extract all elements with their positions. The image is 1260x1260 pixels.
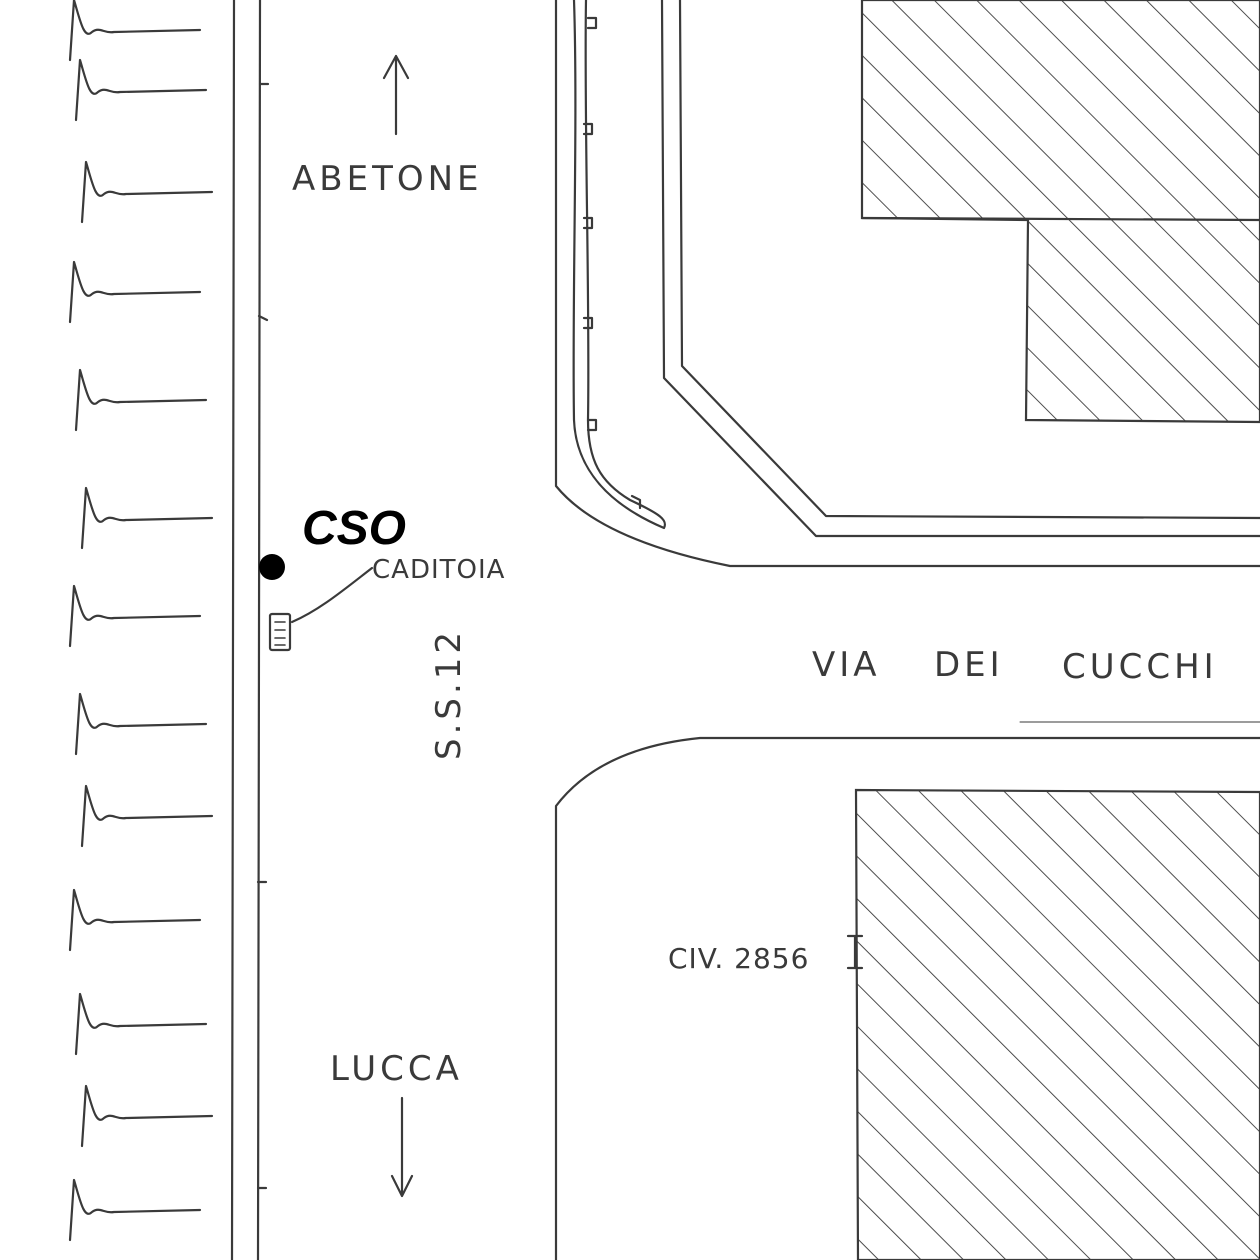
label-road-ss12: S.S.12	[429, 628, 469, 760]
building-bottom-right	[854, 788, 1260, 1260]
road-left-edge	[230, 0, 270, 1260]
river-wave-symbol	[68, 888, 202, 952]
label-civic-number: CIV. 2856	[668, 942, 809, 975]
river-wave-symbol	[68, 1178, 202, 1242]
cso-marker-icon	[259, 554, 285, 580]
river-wave-symbol	[68, 584, 202, 648]
drain-icon	[268, 566, 374, 652]
river-wave-symbol	[74, 58, 208, 122]
label-via: VIA	[812, 645, 881, 685]
label-dei: DEI	[934, 645, 1004, 685]
river-wave-symbol	[74, 368, 208, 432]
label-cucchi: CUCCHI	[1062, 647, 1218, 687]
building-top-right	[860, 0, 1260, 424]
river-wave-symbol	[80, 486, 214, 550]
label-abetone: ABETONE	[292, 159, 483, 199]
label-cso: CSO	[302, 502, 406, 555]
label-caditoia: CADITOIA	[372, 555, 505, 585]
road-right-edge-top	[554, 0, 1260, 568]
river-wave-symbol	[74, 692, 208, 756]
river-wave-symbol	[68, 260, 202, 324]
river-wave-symbol	[74, 992, 208, 1056]
river-bank-symbols	[68, 0, 214, 1242]
river-wave-symbol	[80, 1084, 214, 1148]
road-right-edge-bottom	[554, 721, 1260, 1260]
arrow-down-icon	[390, 1096, 414, 1198]
river-wave-symbol	[80, 784, 214, 848]
river-wave-symbol	[68, 0, 202, 62]
arrow-up-icon	[382, 54, 410, 136]
river-wave-symbol	[80, 160, 214, 224]
civic-number-marker	[846, 934, 864, 970]
label-lucca: LUCCA	[330, 1049, 463, 1089]
